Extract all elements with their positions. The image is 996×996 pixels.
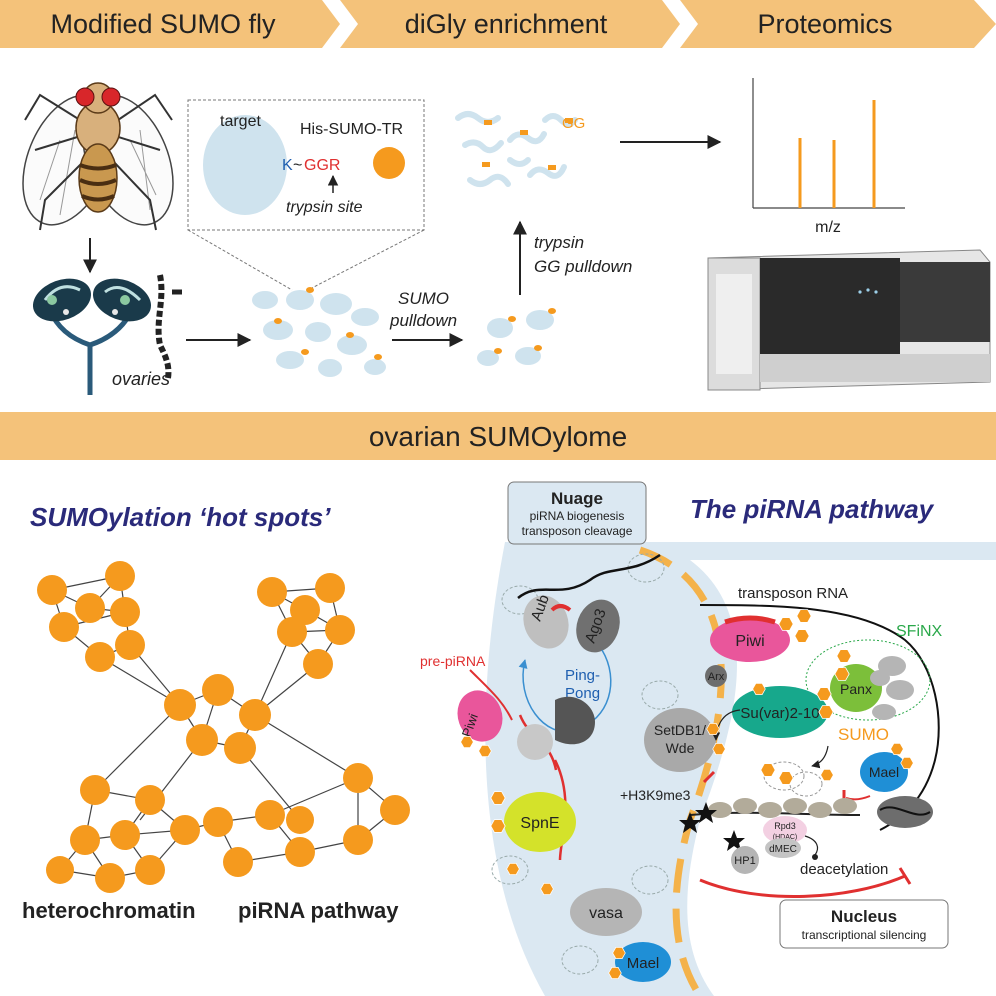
sumo-pulldown-label-2: pulldown bbox=[389, 311, 457, 330]
h3k9me3-label: +H3K9me3 bbox=[620, 787, 691, 803]
target-label: target bbox=[220, 113, 261, 130]
arx-label: Arx bbox=[708, 671, 725, 683]
nuage-dashed-granules bbox=[491, 553, 679, 975]
ggr-label: GGR bbox=[304, 157, 340, 174]
panx-label: Panx bbox=[840, 681, 872, 697]
gg-label: GG bbox=[562, 115, 585, 132]
hdac-label: (HDAC) bbox=[773, 834, 798, 841]
setdb1-protein bbox=[644, 708, 716, 772]
network-label-heterochromatin: heterochromatin bbox=[22, 898, 196, 923]
deacetylation-label: deacetylation bbox=[800, 861, 888, 878]
nucleus-subtitle: transcriptional silencing bbox=[802, 928, 927, 942]
trypsin-label: trypsin bbox=[534, 233, 584, 252]
hp1-label: HP1 bbox=[734, 855, 755, 867]
mass-spectrometer bbox=[707, 249, 991, 391]
piwi-nuc-protein bbox=[710, 618, 790, 662]
sumo-pulldown-label-1: SUMO bbox=[398, 289, 449, 308]
sumo-label: SUMO bbox=[838, 725, 889, 744]
step-label-3: Proteomics bbox=[757, 9, 892, 39]
target-rna-strand bbox=[517, 553, 661, 599]
pathway-title: The piRNA pathway bbox=[690, 494, 935, 524]
mael-nuc-label: Mael bbox=[869, 764, 899, 780]
chromatin-fiber bbox=[689, 796, 933, 828]
nuc-dashed-granules bbox=[763, 761, 823, 797]
nucleus-box bbox=[779, 899, 949, 949]
heterochromatin-stars bbox=[679, 802, 745, 851]
ovaries-label: ovaries bbox=[112, 369, 170, 389]
ovaries-illustration bbox=[32, 274, 182, 395]
rpd3-protein bbox=[763, 816, 807, 844]
nuage-box bbox=[507, 481, 647, 545]
nxf2-complex bbox=[870, 656, 914, 720]
section-band bbox=[0, 412, 996, 460]
setdb1-label-1: SetDB1/ bbox=[654, 722, 706, 738]
arx-protein bbox=[705, 665, 727, 687]
nuage-line-1: piRNA biogenesis bbox=[530, 509, 625, 523]
vasa-protein bbox=[570, 888, 642, 936]
nuclear-envelope bbox=[638, 546, 725, 996]
pulled-down-proteins bbox=[477, 308, 556, 366]
mael-nuc-protein bbox=[860, 752, 908, 792]
step-arrow-1 bbox=[0, 0, 340, 48]
spne-label: SpnE bbox=[520, 815, 559, 832]
piwi-nuc-label: Piwi bbox=[735, 633, 764, 650]
transposon-rna-strand bbox=[699, 604, 940, 831]
mael-cyto-label: Mael bbox=[627, 955, 660, 972]
isopeptide-tilde: ~ bbox=[293, 157, 302, 174]
ping-label: Ping- bbox=[565, 667, 600, 684]
aub-protein bbox=[523, 595, 569, 649]
silencing-inhibition-arc bbox=[699, 874, 906, 899]
nuage-line-2: transposon cleavage bbox=[522, 524, 633, 538]
transposon-rna-label: transposon RNA bbox=[738, 585, 848, 602]
sfinx-complex-outline bbox=[805, 639, 931, 721]
ms-spectrum bbox=[752, 78, 905, 209]
nuage-title: Nuage bbox=[551, 489, 603, 508]
piwi-cyto-protein bbox=[457, 690, 503, 742]
step-label-2: diGly enrichment bbox=[405, 9, 608, 39]
trypsin-site-label: trypsin site bbox=[286, 199, 363, 216]
sumoylated-proteins-cluster bbox=[252, 287, 386, 377]
step-arrow-2 bbox=[340, 0, 680, 48]
suvar-protein bbox=[732, 686, 828, 738]
mael-cyto-protein bbox=[615, 942, 671, 982]
network-title: SUMOylation ‘hot spots’ bbox=[30, 502, 331, 532]
digly-peptides bbox=[455, 111, 578, 187]
step-arrow-3 bbox=[680, 0, 996, 48]
suvar-label: Su(var)2-10 bbox=[740, 705, 819, 722]
cleavage-complex bbox=[555, 696, 595, 745]
mz-axis-label: m/z bbox=[815, 219, 841, 236]
network-nodes bbox=[37, 561, 410, 893]
dmec-protein bbox=[765, 838, 801, 858]
nucleus-title: Nucleus bbox=[831, 907, 897, 926]
section-title: ovarian SUMOylome bbox=[369, 421, 627, 452]
network-label-pirna: piRNA pathway bbox=[238, 898, 399, 923]
vasa-label: vasa bbox=[589, 905, 623, 922]
his-sumo-label: His-SUMO-TR bbox=[300, 121, 403, 138]
rpd3-label: Rpd3 bbox=[774, 821, 796, 831]
sumo-target-zoom-box bbox=[187, 99, 425, 291]
gg-pulldown-label: GG pulldown bbox=[534, 257, 632, 276]
sfinx-label: SFiNX bbox=[896, 623, 943, 640]
fly-illustration bbox=[22, 82, 174, 231]
pre-pirna-label: pre-piRNA bbox=[420, 653, 486, 669]
nucleus-region bbox=[687, 560, 996, 996]
setdb1-label-2: Wde bbox=[666, 740, 695, 756]
spne-protein bbox=[504, 792, 576, 852]
ago3-protein bbox=[576, 599, 620, 653]
lysine-label: K bbox=[282, 157, 293, 174]
header-band: Modified SUMO fly diGly enrichment Prote… bbox=[0, 0, 996, 48]
step-label-1: Modified SUMO fly bbox=[50, 9, 276, 39]
hp1-protein bbox=[731, 846, 759, 874]
dmec-label: dMEC bbox=[769, 844, 797, 855]
